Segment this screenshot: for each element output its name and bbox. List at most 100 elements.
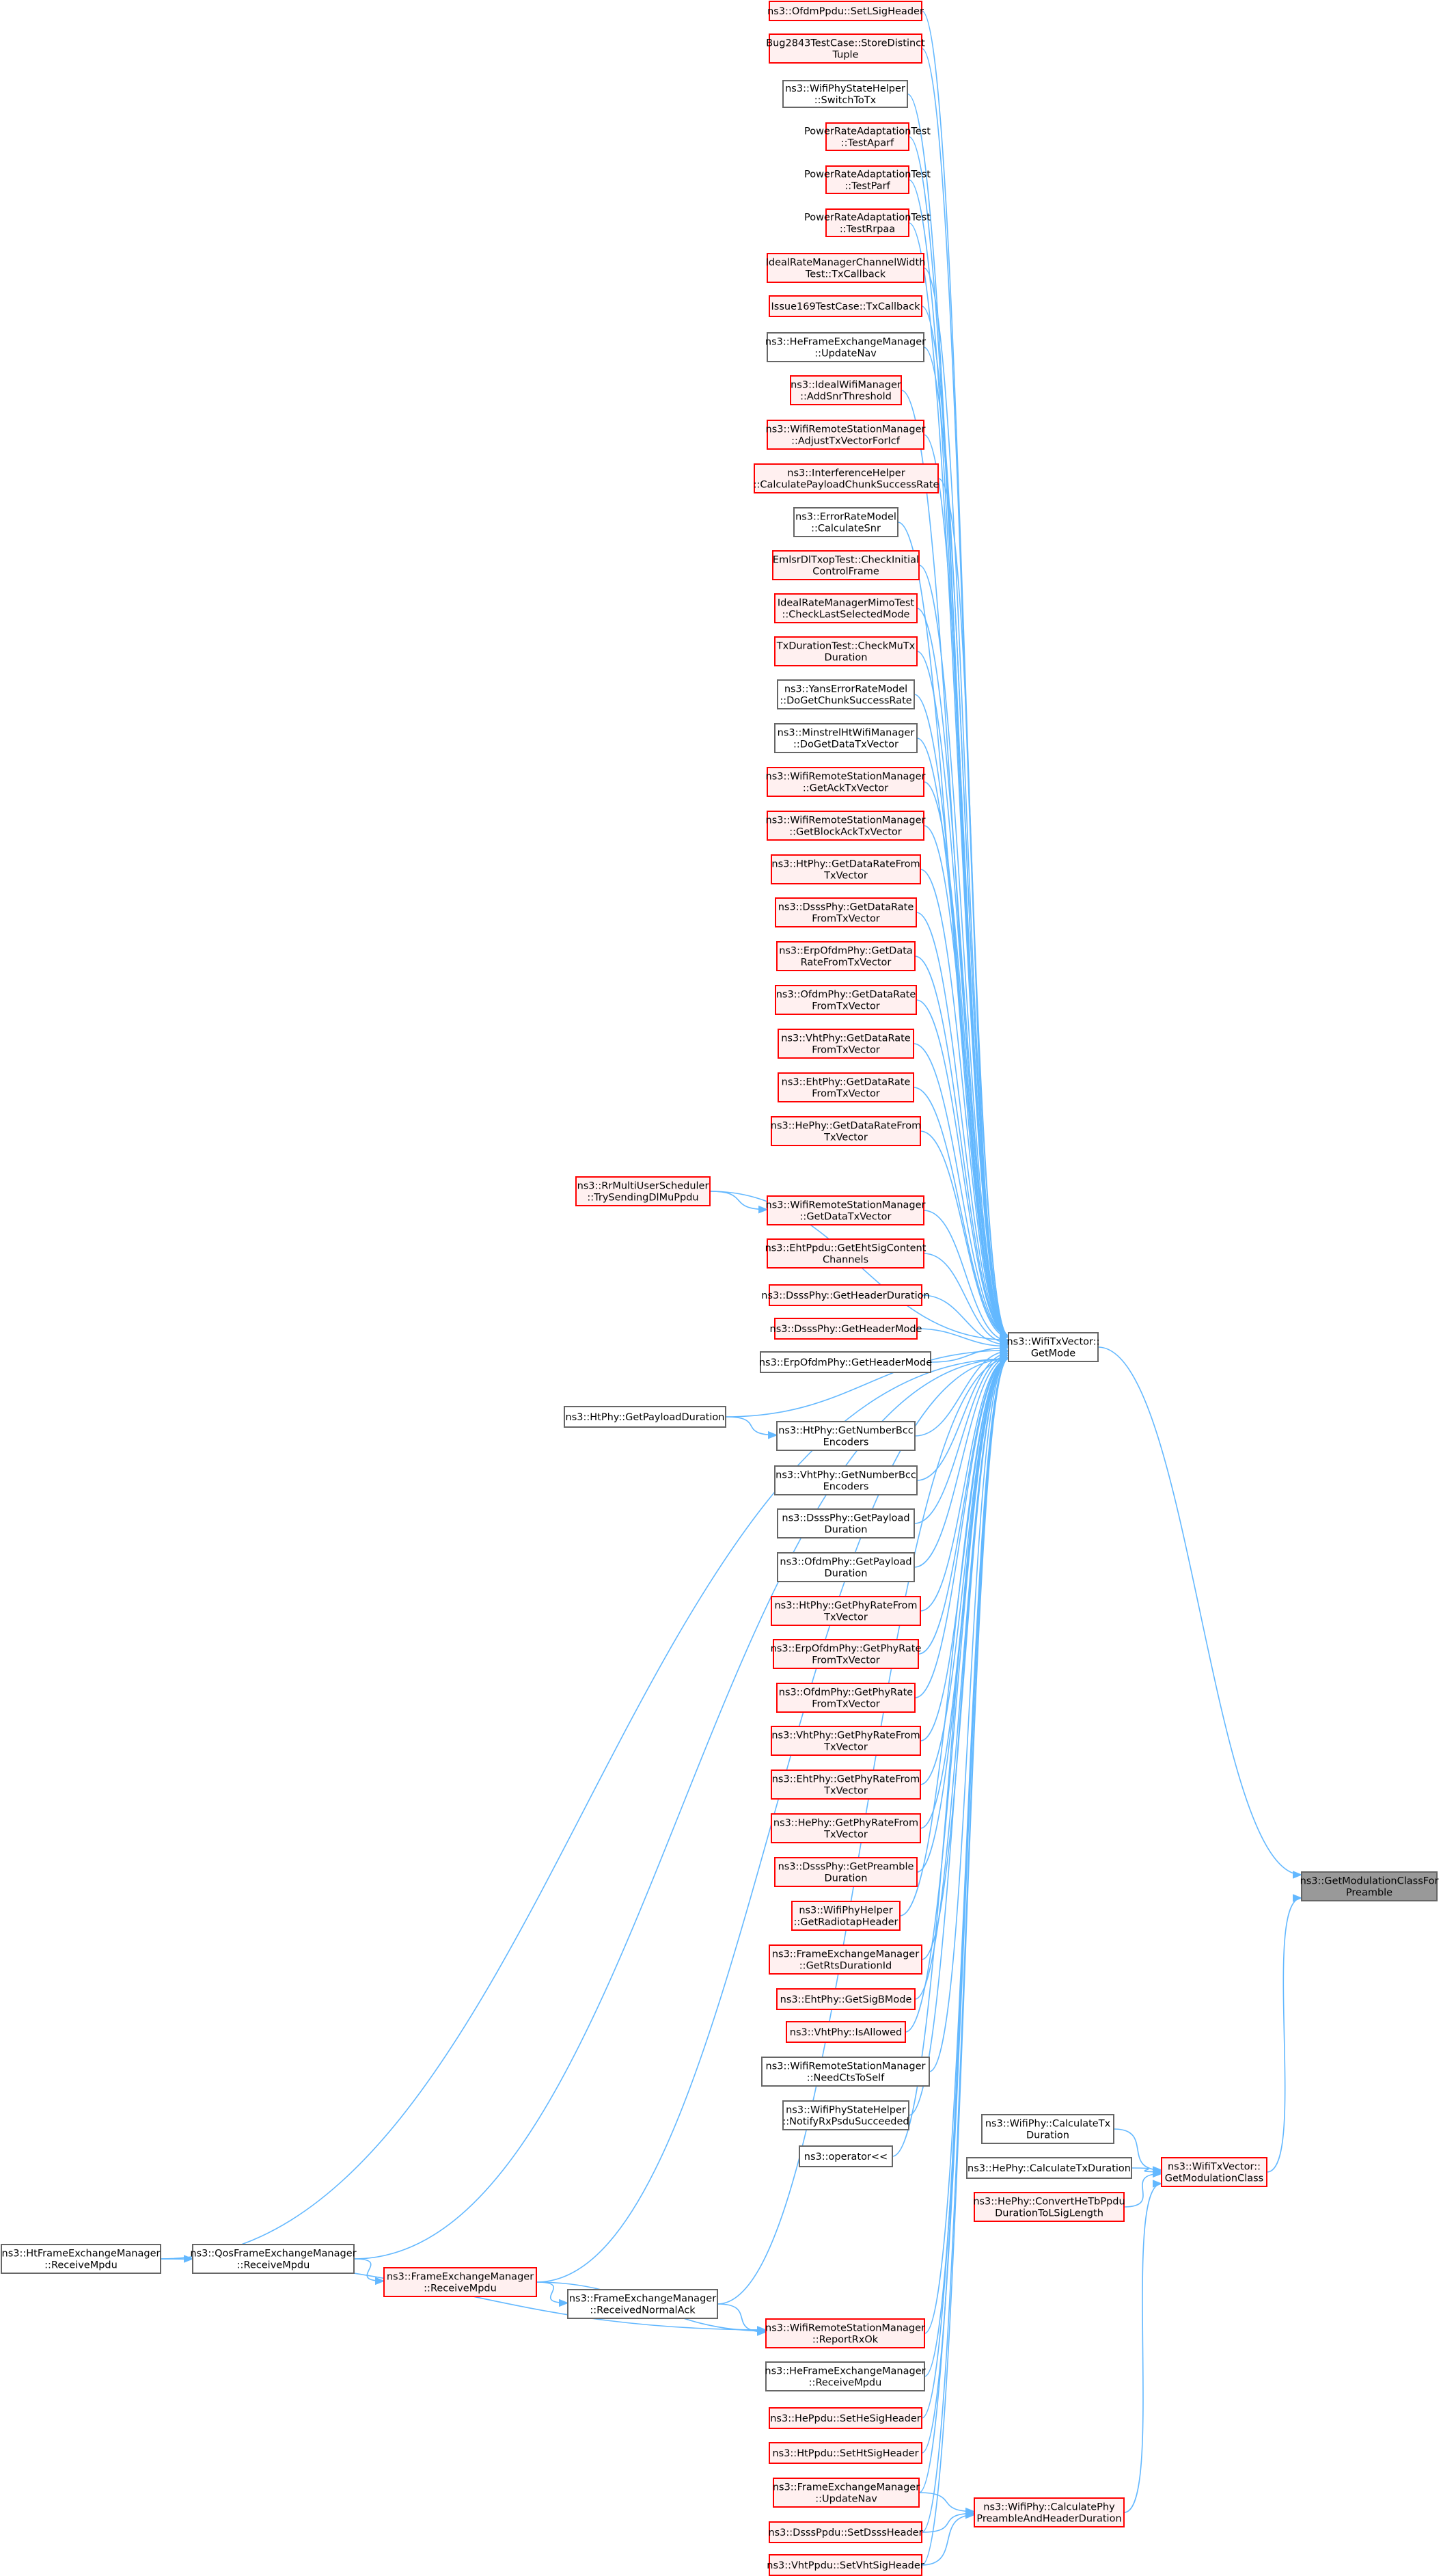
node-label-line: PowerRateAdaptationTest: [804, 170, 931, 180]
node-dsss_getpayload[interactable]: ns3::DsssPhy::GetPayloadDuration: [777, 1508, 915, 1538]
node-vhtppdu_setvhtsig[interactable]: ns3::VhtPpdu::SetVhtSigHeader: [767, 2554, 924, 2576]
node-htppdu_sethtsig[interactable]: ns3::HtPpdu::SetHtSigHeader: [769, 2442, 922, 2464]
node-fem_updatenav[interactable]: ns3::FrameExchangeManager::UpdateNav: [773, 2478, 920, 2508]
node-dsssppdu_setdsss[interactable]: ns3::DsssPpdu::SetDsssHeader: [768, 2521, 923, 2543]
node-box: [774, 723, 918, 753]
node-wifiphyhelper_radiotap[interactable]: ns3::WifiPhyHelper::GetRadiotapHeader: [791, 1901, 901, 1931]
node-idealcw_txcb[interactable]: IdealRateManagerChannelWidthTest::TxCall…: [766, 253, 926, 283]
node-fem_getrts[interactable]: ns3::FrameExchangeManager::GetRtsDuratio…: [769, 1944, 922, 1975]
node-hephy_calctx[interactable]: ns3::HePhy::CalculateTxDuration: [966, 2157, 1132, 2179]
node-prat_parf[interactable]: PowerRateAdaptationTest::TestParf: [804, 165, 931, 194]
node-label-line: ns3::DsssPhy::GetPreamble: [778, 1862, 914, 1873]
node-txvec_getmodclass[interactable]: ns3::WifiTxVector::GetModulationClass: [1161, 2157, 1267, 2187]
node-label-line: ::NotifyRxPsduSucceeded: [782, 2117, 909, 2128]
node-dsss_getheadermode[interactable]: ns3::DsssPhy::GetHeaderMode: [770, 1318, 922, 1340]
node-fem_receive[interactable]: ns3::FrameExchangeManager::ReceiveMpdu: [383, 2267, 537, 2297]
node-htfem_receive[interactable]: ns3::HtFrameExchangeManager::ReceiveMpdu: [1, 2244, 161, 2274]
node-label-line: ns3::WifiPhyHelper: [799, 1906, 892, 1916]
node-label-line: ns3::FrameExchangeManager: [772, 1949, 919, 1960]
node-interf_calc[interactable]: ns3::InterferenceHelper::CalculatePayloa…: [754, 463, 939, 493]
node-label-line: ns3::ErpOfdmPhy::GetHeaderMode: [759, 1357, 932, 1368]
node-fem_receivednormalack[interactable]: ns3::FrameExchangeManager::ReceivedNorma…: [567, 2289, 718, 2319]
node-erm_calcsnr[interactable]: ns3::ErrorRateModel::CalculateSnr: [793, 507, 898, 537]
node-label-line: ::UpdateNav: [814, 349, 877, 360]
node-wifiphy_calcpreamble[interactable]: ns3::WifiPhy::CalculatePhyPreambleAndHea…: [974, 2497, 1125, 2527]
node-prat_rrpaa[interactable]: PowerRateAdaptationTest::TestRrpaa: [804, 208, 931, 237]
node-emlsr_check[interactable]: EmlsrDlTxopTest::CheckInitialControlFram…: [772, 550, 920, 580]
node-prat_aparf[interactable]: PowerRateAdaptationTest::TestAparf: [804, 122, 931, 151]
node-minstrel_dogetdata[interactable]: ns3::MinstrelHtWifiManager::DoGetDataTxV…: [774, 723, 918, 753]
edge-txdur_checkmu-to-txvec_getmode: [916, 651, 1010, 1340]
edge-vhtppdu_setvhtsig-to-txvec_getmode: [921, 1355, 1010, 2566]
node-wrsm_getdata[interactable]: ns3::WifiRemoteStationManager::GetDataTx…: [766, 1195, 926, 1225]
node-wrsm_reportrxok[interactable]: ns3::WifiRemoteStationManager::ReportRxO…: [765, 2318, 925, 2348]
node-yans_dochunk[interactable]: ns3::YansErrorRateModel::DoGetChunkSucce…: [777, 679, 915, 709]
node-statehelper_notify[interactable]: ns3::WifiPhyStateHelper::NotifyRxPsduSuc…: [782, 2100, 909, 2130]
node-label-line: ns3::EhtPpdu::GetEhtSigContent: [765, 1243, 927, 1254]
node-idealmimo[interactable]: IdealRateManagerMimoTest::CheckLastSelec…: [774, 593, 918, 623]
node-label-line: DurationToLSigLength: [995, 2208, 1103, 2219]
node-box: [825, 208, 909, 237]
node-box: [567, 2289, 718, 2319]
node-erp_getheadermode[interactable]: ns3::ErpOfdmPhy::GetHeaderMode: [759, 1351, 932, 1373]
node-ofdm_getpayload[interactable]: ns3::OfdmPhy::GetPayloadDuration: [777, 1552, 915, 1582]
node-box: [776, 941, 916, 971]
node-eht_getsigb[interactable]: ns3::EhtPhy::GetSigBMode: [776, 1988, 916, 2010]
node-txvec_getmode[interactable]: ns3::WifiTxVector::GetMode: [1006, 1332, 1100, 1362]
node-qosfem_receive[interactable]: ns3::QosFrameExchangeManager::ReceiveMpd…: [190, 2244, 357, 2274]
node-box: [765, 2361, 925, 2391]
edge-fem_receivednormalack-to-wrsm_reportrxok: [717, 2303, 767, 2336]
node-wrsm_needcts[interactable]: ns3::WifiRemoteStationManager::NeedCtsTo…: [761, 2057, 930, 2087]
node-label-line: ns3::ErrorRateModel: [795, 512, 896, 523]
node-label-line: ns3::WifiTxVector::: [1168, 2162, 1261, 2173]
node-wrsm_getblockack[interactable]: ns3::WifiRemoteStationManager::GetBlockA…: [766, 811, 926, 841]
node-statehelper_switchtotx[interactable]: ns3::WifiPhyStateHelper::SwitchToTx: [782, 80, 908, 108]
node-hefem_receive[interactable]: ns3::HeFrameExchangeManager::ReceiveMpdu: [765, 2361, 926, 2391]
node-box: [782, 2100, 909, 2130]
node-wifiphy_calctx[interactable]: ns3::WifiPhy::CalculateTxDuration: [981, 2114, 1114, 2144]
node-wrsm_getack[interactable]: ns3::WifiRemoteStationManager::GetAckTxV…: [766, 767, 926, 797]
node-label-line: ns3::MinstrelHtWifiManager: [778, 728, 915, 739]
node-hephy_convert[interactable]: ns3::HePhy::ConvertHeTbPpduDurationToLSi…: [973, 2192, 1125, 2222]
node-box: [974, 2192, 1125, 2222]
node-ideal_addsnr[interactable]: ns3::IdealWifiManager::AddSnrThreshold: [790, 375, 902, 405]
node-ofdm_setlsig[interactable]: ns3::OfdmPpdu::SetLSigHeader: [767, 1, 924, 21]
node-dsss_getheaderdur[interactable]: ns3::DsssPhy::GetHeaderDuration: [761, 1284, 930, 1306]
node-label-line: Test::TxCallback: [805, 269, 886, 280]
node-wrsm_adjust[interactable]: ns3::WifiRemoteStationManager::AdjustTxV…: [766, 420, 926, 450]
node-label-line: FromTxVector: [812, 1089, 880, 1100]
node-vht_isallowed[interactable]: ns3::VhtPhy::IsAllowed: [786, 2021, 906, 2043]
node-ht_getpayloaddur[interactable]: ns3::HtPhy::GetPayloadDuration: [564, 1406, 726, 1428]
node-hefem_updatenav[interactable]: ns3::HeFrameExchangeManager::UpdateNav: [765, 332, 926, 362]
node-label-line: ns3::ErpOfdmPhy::GetPhyRate: [771, 1644, 922, 1655]
node-label-line: ns3::HeFrameExchangeManager: [765, 2366, 925, 2377]
node-label-line: ns3::WifiPhyStateHelper: [785, 83, 905, 94]
edge-ofdm_setlsig-to-txvec_getmode: [921, 10, 1010, 1340]
node-heppdu_sethesig[interactable]: ns3::HePpdu::SetHeSigHeader: [769, 2407, 922, 2429]
node-issue169[interactable]: Issue169TestCase::TxCallback: [769, 295, 922, 317]
node-label-line: TxVector: [823, 871, 868, 882]
node-op_lshift[interactable]: ns3::operator<<: [799, 2145, 893, 2167]
node-rrmu_trysending[interactable]: ns3::RrMultiUserScheduler::TrySendingDlM…: [575, 1176, 711, 1206]
